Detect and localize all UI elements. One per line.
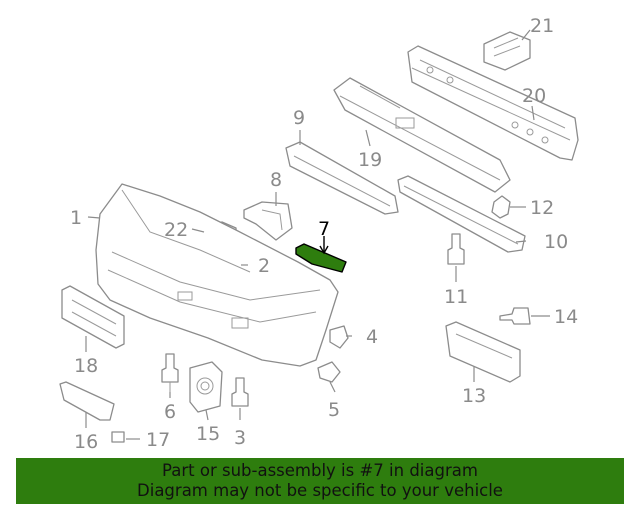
part-12-clip xyxy=(491,195,511,219)
callout-12: 12 xyxy=(530,197,554,219)
part-14-bolt xyxy=(499,307,531,325)
part-8-side-bracket xyxy=(243,201,293,241)
part-6-bolt xyxy=(161,353,179,392)
part-5-clip xyxy=(317,361,341,383)
part-16-moulding xyxy=(59,381,115,421)
leader-lines xyxy=(85,29,550,440)
callout-11: 11 xyxy=(444,286,468,308)
part-10-lower-absorber xyxy=(397,175,526,253)
callout-21: 21 xyxy=(530,15,554,37)
part-17-clip xyxy=(111,431,125,443)
part-19-absorber xyxy=(333,77,511,193)
part-21-bracket xyxy=(483,31,531,71)
callout-19: 19 xyxy=(358,149,382,171)
banner-line-1: Part or sub-assembly is #7 in diagram xyxy=(162,461,478,480)
callout-17: 17 xyxy=(146,429,170,451)
part-15-bezel xyxy=(189,361,223,413)
callout-20: 20 xyxy=(522,85,546,107)
callout-7[interactable]: 7 xyxy=(318,218,330,240)
part-7-bracket[interactable] xyxy=(295,243,347,273)
callout-15: 15 xyxy=(196,423,220,445)
part-1-bumper-cover xyxy=(95,183,339,367)
callout-5: 5 xyxy=(328,399,340,421)
part-18-plate-bracket xyxy=(61,285,125,349)
callout-6: 6 xyxy=(164,401,176,423)
callout-18: 18 xyxy=(74,355,98,377)
callout-3: 3 xyxy=(234,427,246,449)
info-banner: Part or sub-assembly is #7 in diagram Di… xyxy=(16,458,624,504)
callout-22: 22 xyxy=(164,219,188,241)
callout-4: 4 xyxy=(366,326,378,348)
callout-16: 16 xyxy=(74,431,98,453)
callout-2: 2 xyxy=(258,255,270,277)
callout-1: 1 xyxy=(70,207,82,229)
part-4-clip xyxy=(329,325,349,349)
callout-14: 14 xyxy=(554,306,578,328)
part-3-bolt xyxy=(231,377,249,407)
callout-8: 8 xyxy=(270,169,282,191)
part-20-reinforcement xyxy=(407,45,579,161)
part-11-bolt xyxy=(447,233,465,265)
callout-9: 9 xyxy=(293,107,305,129)
callout-10: 10 xyxy=(544,231,568,253)
part-13-lower-bracket xyxy=(445,321,521,383)
parts-diagram: 1 2 3 4 5 6 7 8 9 10 11 12 13 14 15 16 1… xyxy=(59,15,579,453)
callout-13: 13 xyxy=(462,385,486,407)
banner-line-2: Diagram may not be specific to your vehi… xyxy=(137,481,503,500)
